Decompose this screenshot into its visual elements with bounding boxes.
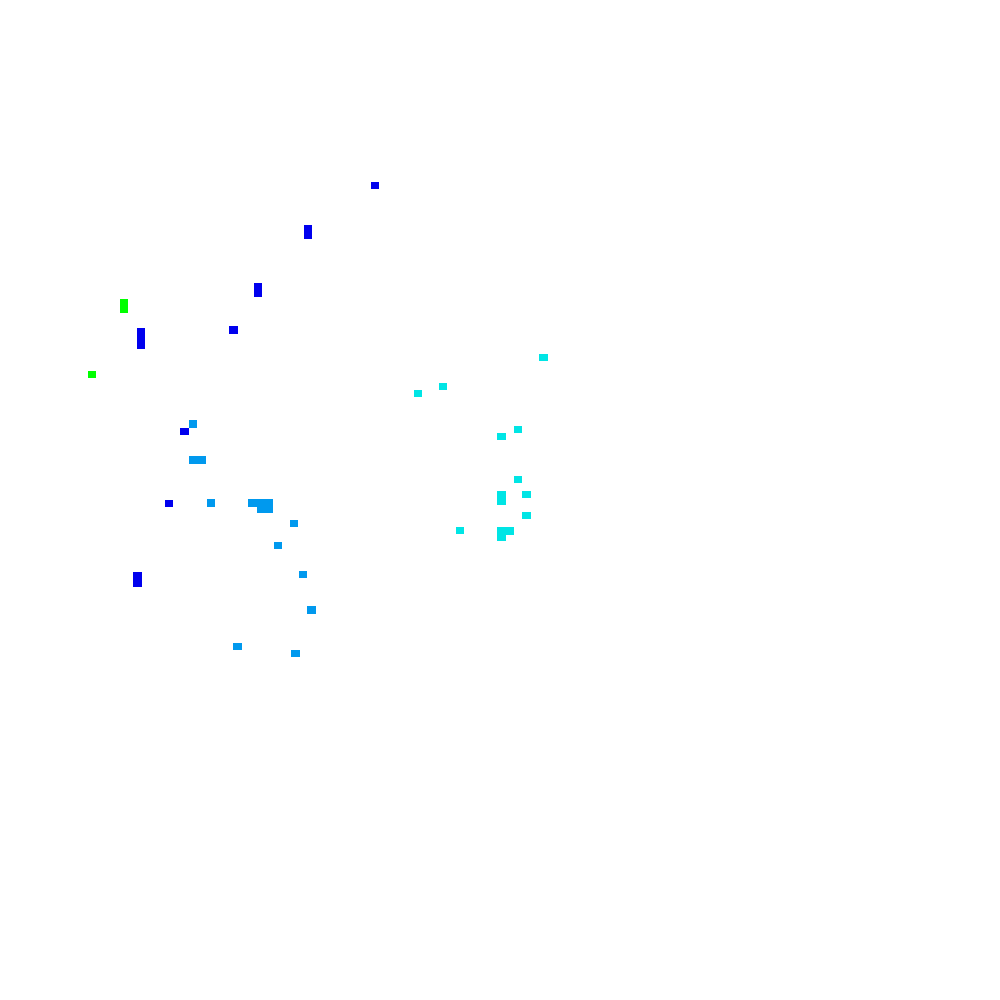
blue-pixel-block [180, 428, 189, 435]
azure-pixel-block [233, 643, 242, 650]
cyan-pixel-block [439, 383, 447, 390]
cyan-pixel-block [497, 433, 506, 440]
azure-pixel-block [257, 507, 273, 513]
azure-pixel-block [248, 499, 273, 507]
azure-pixel-block [274, 542, 282, 549]
cyan-pixel-block [539, 354, 548, 361]
blue-pixel-block [229, 326, 238, 334]
cyan-pixel-block [414, 390, 422, 397]
blue-pixel-block [304, 225, 312, 239]
blue-pixel-block [165, 500, 173, 507]
green-pixel-block [120, 299, 128, 313]
cyan-pixel-block [514, 426, 522, 433]
cyan-pixel-block [522, 512, 531, 519]
cyan-pixel-block [456, 527, 464, 534]
azure-pixel-block [189, 420, 197, 428]
cyan-pixel-block [497, 527, 514, 535]
azure-pixel-block [290, 520, 298, 527]
azure-pixel-block [291, 650, 300, 657]
blue-pixel-block [254, 283, 262, 297]
azure-pixel-block [299, 571, 307, 578]
blue-pixel-block [371, 182, 379, 189]
blue-pixel-block [137, 328, 145, 349]
cyan-pixel-block [514, 476, 522, 483]
green-pixel-block [88, 371, 96, 378]
cyan-pixel-block [497, 534, 506, 541]
azure-pixel-block [189, 456, 206, 464]
blue-pixel-block [133, 572, 142, 587]
azure-pixel-block [307, 606, 316, 614]
cyan-pixel-block [497, 491, 506, 505]
azure-pixel-block [207, 499, 215, 507]
cyan-pixel-block [522, 491, 531, 498]
